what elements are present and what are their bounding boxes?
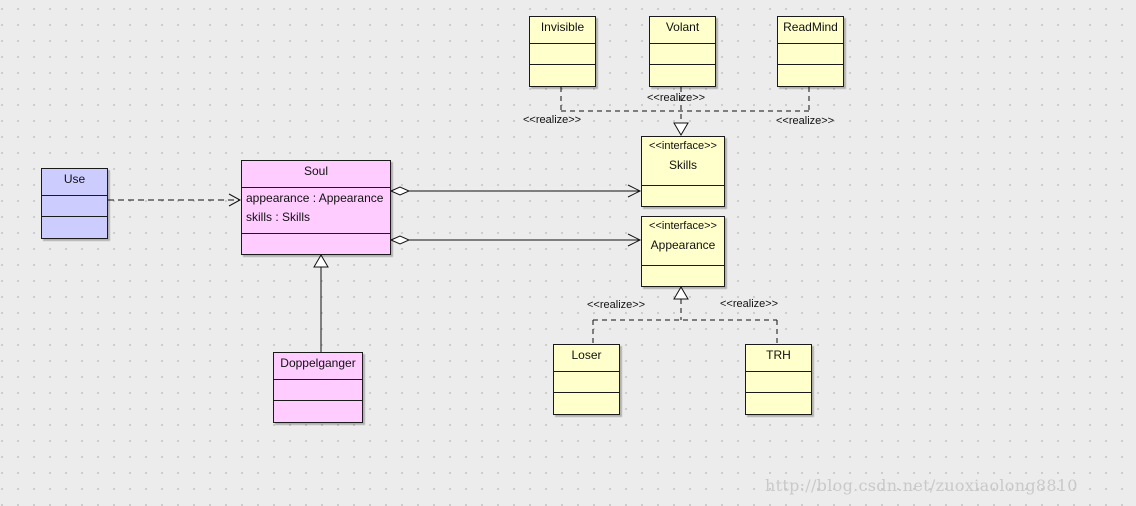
operations-section	[642, 185, 724, 206]
class-name: Use	[63, 172, 86, 186]
class-doppelganger[interactable]: Doppelganger	[273, 352, 363, 423]
dependency-arrowhead	[228, 193, 242, 207]
class-readmind[interactable]: ReadMind	[777, 16, 844, 87]
operations-section	[42, 216, 107, 238]
class-name: TRH	[766, 348, 791, 362]
attributes-section	[530, 43, 595, 64]
attributes-section	[554, 371, 619, 392]
stereotype-label: <<interface>>	[649, 220, 717, 232]
attribute-skills: skills : Skills	[246, 210, 311, 224]
attributes-section	[746, 371, 811, 392]
realize-label-trh: <<realize>>	[720, 298, 779, 310]
header-section: <<interface>> Skills	[642, 137, 724, 185]
class-name: Appearance	[650, 238, 716, 252]
attributes-section	[650, 43, 715, 64]
class-use[interactable]: Use	[41, 168, 108, 239]
operations-section	[274, 400, 362, 422]
operations-section	[778, 64, 843, 86]
aggregation-arrowhead-appearance	[627, 233, 642, 247]
class-loser[interactable]: Loser	[553, 344, 620, 415]
class-name: Soul	[303, 164, 329, 178]
class-soul[interactable]: Soul appearance : Appearance skills : Sk…	[241, 160, 391, 255]
class-volant[interactable]: Volant	[649, 16, 716, 87]
operations-section	[746, 392, 811, 414]
interface-appearance[interactable]: <<interface>> Appearance	[641, 216, 725, 287]
attributes-section	[274, 379, 362, 400]
class-invisible[interactable]: Invisible	[529, 16, 596, 87]
attributes-section	[778, 43, 843, 64]
operations-section	[554, 392, 619, 414]
stereotype-label: <<interface>>	[649, 140, 717, 152]
class-name: Volant	[665, 20, 700, 34]
attribute-appearance: appearance : Appearance	[246, 191, 384, 205]
class-name: ReadMind	[783, 20, 838, 34]
aggregation-arrowhead-skills	[627, 184, 642, 198]
class-name: Invisible	[540, 20, 585, 34]
aggregation-diamond-skills	[389, 186, 411, 196]
class-name: Loser	[571, 348, 602, 362]
class-name: Skills	[668, 158, 697, 172]
realize-label-invisible: <<realize>>	[523, 114, 582, 126]
operations-section	[642, 265, 724, 286]
aggregation-diamond-appearance	[389, 235, 411, 245]
operations-section	[530, 64, 595, 86]
watermark-text: http://blog.csdn.net/zuoxiaolong8810	[765, 476, 1078, 495]
operations-section	[242, 233, 390, 254]
attributes-section	[42, 195, 107, 216]
class-name: Doppelganger	[280, 356, 356, 370]
realize-skills-triangle	[673, 122, 689, 136]
interface-skills[interactable]: <<interface>> Skills	[641, 136, 725, 207]
realize-label-readmind: <<realize>>	[776, 115, 835, 127]
header-section: <<interface>> Appearance	[642, 217, 724, 265]
generalization-triangle	[313, 254, 329, 268]
class-trh[interactable]: TRH	[745, 344, 812, 415]
realize-appearance-triangle	[673, 286, 689, 300]
operations-section	[650, 64, 715, 86]
attributes-section: appearance : Appearance skills : Skills	[242, 187, 390, 233]
realize-label-volant: <<realize>>	[647, 92, 706, 104]
realize-label-loser: <<realize>>	[587, 299, 646, 311]
